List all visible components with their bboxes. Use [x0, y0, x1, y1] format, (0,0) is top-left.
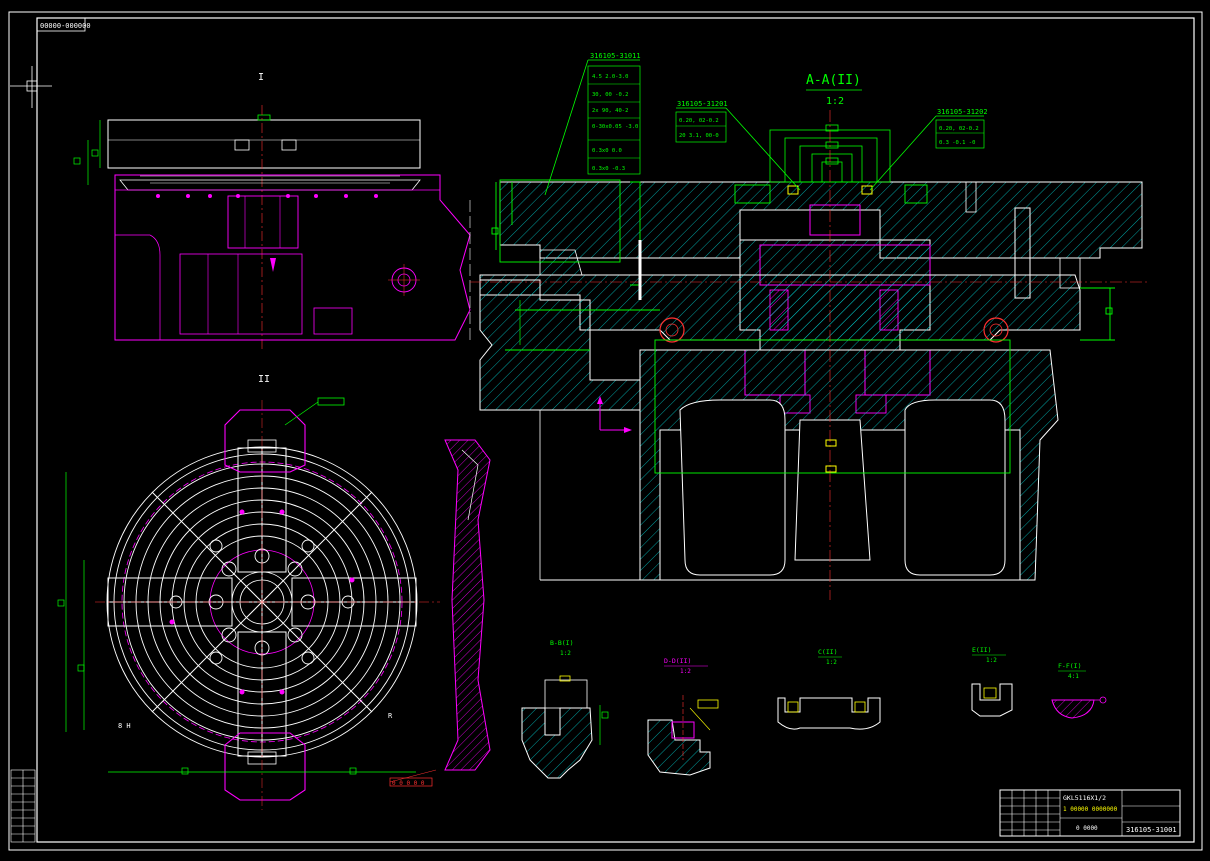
detail-d-d-title: D-D(II): [664, 657, 691, 665]
callout-31011-line-6: 0.3x0 -0.3: [592, 166, 625, 172]
callout-31011: 316105-31011 4.5 2.0-3.0 30, 00 -0.2 2x …: [544, 52, 641, 196]
section-scale: 1:2: [826, 96, 844, 107]
detail-b-b-title: B-B(I): [550, 639, 573, 647]
view-1-side-view: I: [73, 72, 471, 350]
revision-strip: [10, 769, 36, 843]
view-2-title: II: [258, 374, 270, 385]
detail-f-f-title: F-F(I): [1058, 662, 1081, 670]
callout-31202-code: 316105-31202: [937, 108, 988, 116]
detail-d-d: D-D(II) 1:2: [647, 657, 719, 776]
callout-31201-line-1: 0.20, 02-0.2: [679, 118, 719, 124]
callout-31202-line-2: 0.3 -0.1 -0: [939, 140, 975, 146]
section-a-a: A-A(II) 1:2: [470, 73, 1150, 600]
detail-b-b: B-B(I) 1:2: [521, 639, 609, 779]
view-1-title: I: [258, 72, 264, 83]
drawing-number: 316105-31001: [1126, 826, 1177, 834]
title-block: GKL5116X1/2 1 00000 0000000 0 0000 31610…: [999, 789, 1181, 837]
detail-c-title: C(II): [818, 648, 838, 656]
callout-31011-code: 316105-31011: [590, 52, 641, 60]
detail-f-f: F-F(I) 4:1: [1051, 662, 1107, 719]
corner-tag: 00000-000000: [40, 22, 91, 30]
callout-31011-line-2: 30, 00 -0.2: [592, 92, 628, 98]
callout-31202: 316105-31202 0.20, 02-0.2 0.3 -0.1 -0: [869, 108, 988, 191]
title-line-3: 0 0000: [1076, 825, 1098, 832]
view-2-plan-view: II: [57, 374, 491, 810]
detail-c: C(II) 1:2: [777, 648, 881, 730]
callout-31011-line-5: 0.3x0 0.0: [592, 148, 622, 154]
callout-31011-line-4: 0-30x0.05 -3.0: [592, 124, 638, 130]
hole-note: 8 H: [118, 722, 131, 730]
callout-31201-code: 316105-31201: [677, 100, 728, 108]
sheet-frame: 00000-000000: [8, 11, 1203, 851]
bottom-note: 0 0 0 0 0: [392, 780, 425, 787]
detail-e: E(II) 1:2: [971, 646, 1013, 717]
section-title: A-A(II): [806, 73, 861, 88]
detail-e-title: E(II): [972, 646, 992, 654]
callout-31011-line-1: 4.5 2.0-3.0: [592, 74, 628, 80]
detail-e-scale: 1:2: [986, 657, 997, 664]
detail-d-d-scale: 1:2: [680, 668, 691, 675]
detail-b-b-scale: 1:2: [560, 650, 571, 657]
callout-31011-line-3: 2x 90, 40-2: [592, 108, 628, 114]
callout-31202-line-1: 0.20, 02-0.2: [939, 126, 979, 132]
title-line-1: GKL5116X1/2: [1063, 794, 1106, 802]
title-line-2: 1 00000 0000000: [1063, 806, 1118, 813]
detail-c-scale: 1:2: [826, 659, 837, 666]
detail-f-f-scale: 4:1: [1068, 673, 1079, 680]
callout-31201-line-2: 20 3.1, 00-0: [679, 133, 719, 139]
callout-31201: 316105-31201 0.20, 02-0.2 20 3.1, 00-0: [675, 100, 801, 191]
radius-note: R: [388, 712, 393, 720]
